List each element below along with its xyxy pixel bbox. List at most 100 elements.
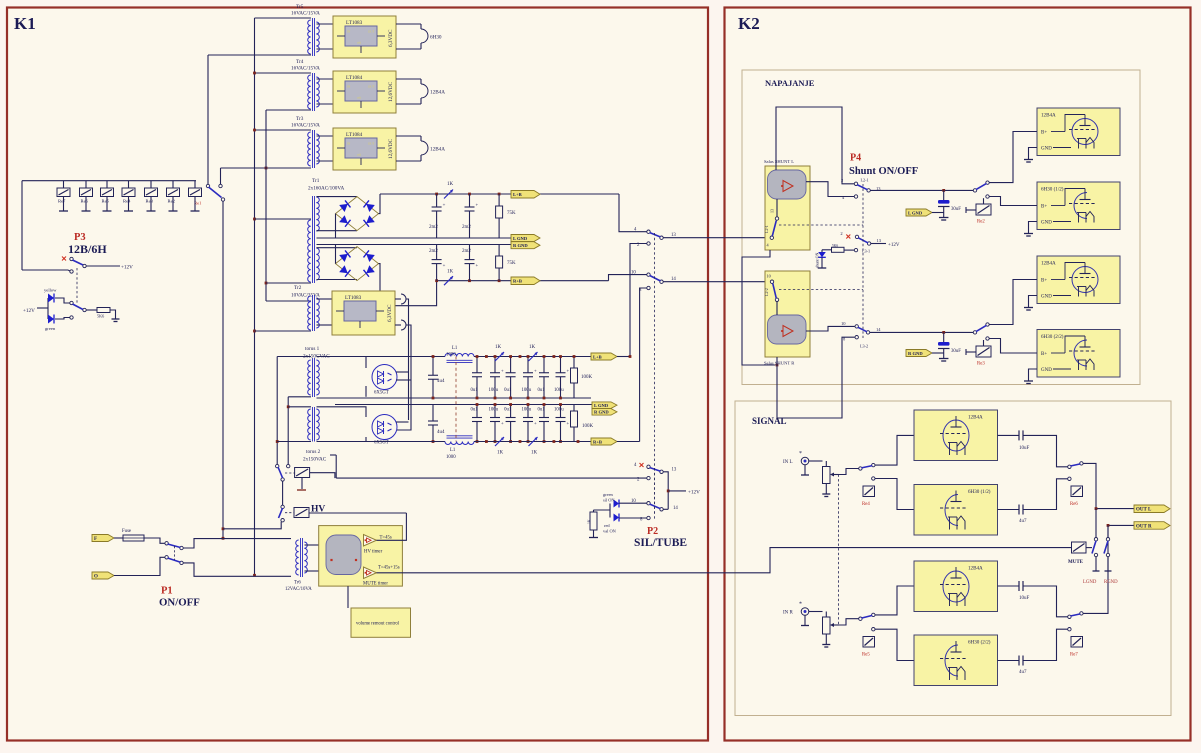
svg-text:2: 2 xyxy=(637,243,640,248)
svg-text:GND: GND xyxy=(1041,295,1052,300)
svg-text:+: + xyxy=(567,369,570,374)
svg-text:LT1084: LT1084 xyxy=(346,75,363,81)
svg-text:P2: P2 xyxy=(647,526,658,537)
svg-text:Re7: Re7 xyxy=(58,199,66,204)
svg-text:2m2: 2m2 xyxy=(462,225,471,230)
svg-text:100K: 100K xyxy=(581,375,593,380)
svg-text:2x150VAC: 2x150VAC xyxy=(303,457,327,463)
svg-text:0u1: 0u1 xyxy=(504,388,512,393)
svg-text:OUT L: OUT L xyxy=(1136,508,1152,513)
svg-text:100u: 100u xyxy=(489,408,499,413)
svg-text:P4: P4 xyxy=(850,153,861,164)
svg-text:1K: 1K xyxy=(447,270,454,275)
svg-text:+: + xyxy=(443,264,446,269)
svg-text:sil ON: sil ON xyxy=(603,498,615,503)
svg-text:Shunt ON/OFF: Shunt ON/OFF xyxy=(849,166,918,177)
svg-text:16VAC/15VA: 16VAC/15VA xyxy=(291,66,320,72)
svg-text:75K: 75K xyxy=(507,211,516,216)
svg-text:LT1083: LT1083 xyxy=(346,20,363,26)
svg-text:IN R: IN R xyxy=(783,611,794,616)
svg-text:12B4A: 12B4A xyxy=(1041,261,1056,267)
svg-text:T=45s+15s: T=45s+15s xyxy=(378,566,400,571)
svg-text:L GND: L GND xyxy=(594,403,609,408)
svg-text:Re7: Re7 xyxy=(1070,653,1078,658)
svg-text:12,6VDC: 12,6VDC xyxy=(388,81,394,102)
svg-text:8: 8 xyxy=(639,288,642,293)
svg-text:Re1: Re1 xyxy=(194,201,202,206)
svg-text:green: green xyxy=(45,326,56,331)
svg-text:Tr3: Tr3 xyxy=(296,116,304,122)
svg-text:100u: 100u xyxy=(522,388,532,393)
svg-text:L3-2: L3-2 xyxy=(860,344,868,349)
svg-text:red: red xyxy=(604,523,610,528)
svg-text:RGND: RGND xyxy=(1104,580,1118,585)
svg-text:4u7: 4u7 xyxy=(1019,519,1027,524)
svg-text:100u: 100u xyxy=(554,388,564,393)
svg-text:GND: GND xyxy=(1041,147,1052,152)
svg-text:IN L: IN L xyxy=(783,460,793,465)
svg-text:+12V: +12V xyxy=(688,489,700,495)
svg-text:4: 4 xyxy=(634,463,637,468)
svg-text:1K: 1K xyxy=(495,345,502,350)
svg-text:HV timer: HV timer xyxy=(364,550,383,555)
svg-text:HV: HV xyxy=(311,505,325,515)
svg-text:torus 1: torus 1 xyxy=(305,346,320,352)
svg-text:10uF: 10uF xyxy=(1019,596,1030,601)
svg-text:MUTE timer: MUTE timer xyxy=(363,582,388,587)
svg-text:100u: 100u xyxy=(489,388,499,393)
svg-text:100u: 100u xyxy=(554,408,564,413)
svg-text:Re5: Re5 xyxy=(862,653,870,658)
svg-text:6H30 (1/2): 6H30 (1/2) xyxy=(1041,186,1064,193)
svg-text:2x160AC/100VA: 2x160AC/100VA xyxy=(308,186,344,192)
svg-text:LT1083: LT1083 xyxy=(345,295,362,301)
svg-text:13: 13 xyxy=(671,233,676,238)
svg-text:6H30 (1/2): 6H30 (1/2) xyxy=(968,488,991,495)
svg-text:O: O xyxy=(94,574,98,579)
svg-text:Tr2: Tr2 xyxy=(294,285,302,291)
svg-text:SIL/TUBE: SIL/TUBE xyxy=(634,537,687,549)
svg-text:2m2: 2m2 xyxy=(429,225,438,230)
svg-text:6,3VDC: 6,3VDC xyxy=(387,304,393,322)
svg-text:+12V: +12V xyxy=(888,243,900,248)
svg-text:Re4: Re4 xyxy=(123,199,131,204)
svg-text:6,3VDC: 6,3VDC xyxy=(388,29,394,47)
svg-text:K1: K1 xyxy=(14,14,36,33)
svg-text:5K6: 5K6 xyxy=(832,244,838,248)
svg-text:GND: GND xyxy=(1041,368,1052,373)
svg-text:R+B: R+B xyxy=(593,439,602,444)
svg-text:+: + xyxy=(534,369,537,374)
svg-text:Re4: Re4 xyxy=(862,502,870,507)
svg-text:12B4A: 12B4A xyxy=(968,415,983,421)
svg-text:+: + xyxy=(534,422,537,427)
svg-text:P1: P1 xyxy=(161,586,173,597)
svg-text:6X5GT: 6X5GT xyxy=(374,390,389,395)
svg-text:1K: 1K xyxy=(531,451,538,456)
svg-text:14: 14 xyxy=(876,327,881,332)
svg-text:6X5GT: 6X5GT xyxy=(374,440,389,445)
svg-text:100u: 100u xyxy=(522,408,532,413)
svg-text:1K: 1K xyxy=(588,519,592,524)
svg-text:+: + xyxy=(501,422,504,427)
svg-text:L GND: L GND xyxy=(513,236,528,241)
svg-text:10: 10 xyxy=(631,271,636,276)
svg-text:13: 13 xyxy=(672,468,677,473)
svg-text:Re2: Re2 xyxy=(977,220,985,225)
svg-text:2m2: 2m2 xyxy=(429,249,438,254)
svg-text:green: green xyxy=(603,492,614,497)
svg-text:Re6: Re6 xyxy=(1070,502,1078,507)
svg-text:13: 13 xyxy=(877,238,882,243)
svg-text:6H30: 6H30 xyxy=(430,35,442,41)
svg-text:16VAC/15VA: 16VAC/15VA xyxy=(291,123,320,129)
svg-text:Re5: Re5 xyxy=(102,199,110,204)
svg-text:*: * xyxy=(799,451,802,457)
svg-text:4u7: 4u7 xyxy=(1019,670,1027,675)
svg-text:IN: IN xyxy=(347,142,351,146)
svg-text:Salas SHUNT L: Salas SHUNT L xyxy=(764,159,794,164)
svg-text:12B4A: 12B4A xyxy=(1041,113,1056,119)
svg-text:Tr4: Tr4 xyxy=(296,59,304,65)
svg-text:6H30 (2/2): 6H30 (2/2) xyxy=(968,639,991,646)
svg-text:10uF: 10uF xyxy=(1019,446,1030,451)
svg-text:13: 13 xyxy=(876,186,881,191)
svg-text:L3-1: L3-1 xyxy=(862,249,870,254)
svg-text:8: 8 xyxy=(843,337,846,342)
